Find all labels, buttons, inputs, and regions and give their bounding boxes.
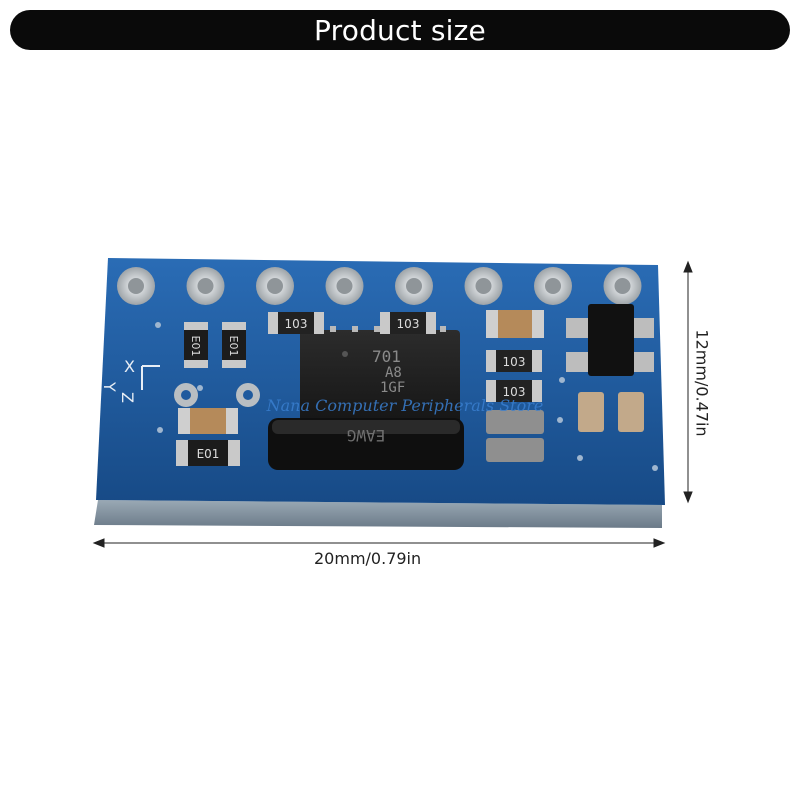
width-label: 20mm/0.79in: [314, 549, 422, 568]
header-pad-hole: [614, 278, 631, 294]
resistor-top-center: 103: [380, 312, 436, 334]
crystal-oscillator: EAWG: [268, 418, 464, 470]
component-e01-left-1: E01: [184, 322, 208, 368]
jumper-pads: [174, 383, 260, 407]
resistor-top-left: 103: [268, 312, 324, 334]
crystal-label: EAWG: [347, 426, 386, 445]
axis-label-z: Z: [118, 392, 137, 403]
resistor-label: 103: [503, 385, 526, 399]
height-dimension-arrow: [683, 260, 693, 504]
header-pad-hole: [545, 278, 561, 294]
component-label: E01: [227, 336, 240, 357]
vias: [155, 322, 658, 471]
header-title: Product size: [314, 13, 486, 47]
resistor-label: 103: [503, 355, 526, 369]
component-e01-left-2: E01: [222, 322, 246, 368]
chip-line-3: 1GF: [380, 380, 405, 396]
header-pad-hole: [128, 278, 144, 294]
component-label: E01: [197, 447, 220, 461]
height-label: 12mm/0.47in: [692, 329, 712, 437]
axis-label-x: X: [124, 357, 135, 376]
header-pads: [117, 267, 642, 305]
accelerometer-chip: 701 A8 1GF: [300, 326, 460, 430]
header-pad-hole: [197, 278, 214, 294]
component-label: E01: [189, 336, 202, 357]
axis-labels: X Y Z: [100, 357, 160, 403]
chip-line-1: 701: [372, 347, 401, 366]
header-pad-hole: [336, 278, 353, 294]
header-pad-hole: [475, 278, 492, 294]
header-pad-hole: [406, 278, 422, 294]
pcb-edge: [94, 500, 662, 528]
resistor-label: 103: [397, 317, 420, 331]
store-watermark: Nana Computer Peripherals Store: [266, 396, 544, 415]
axis-label-y: Y: [100, 381, 119, 392]
chip-line-2: A8: [385, 365, 402, 381]
capacitors-small-right: [578, 392, 644, 432]
width-dimension-arrow: [92, 538, 666, 548]
capacitor-right-stack: [486, 410, 544, 462]
header-pad-hole: [267, 278, 283, 294]
resistor-label: 103: [285, 317, 308, 331]
capacitor-top-right: [486, 310, 544, 338]
voltage-regulator: [566, 304, 654, 376]
header-bar: Product size: [10, 10, 790, 50]
component-e01-bottom: E01: [176, 440, 240, 466]
capacitor-left: [178, 408, 238, 434]
resistor-right-1: 103: [486, 350, 542, 372]
resistor-right-2: 103: [486, 380, 542, 402]
